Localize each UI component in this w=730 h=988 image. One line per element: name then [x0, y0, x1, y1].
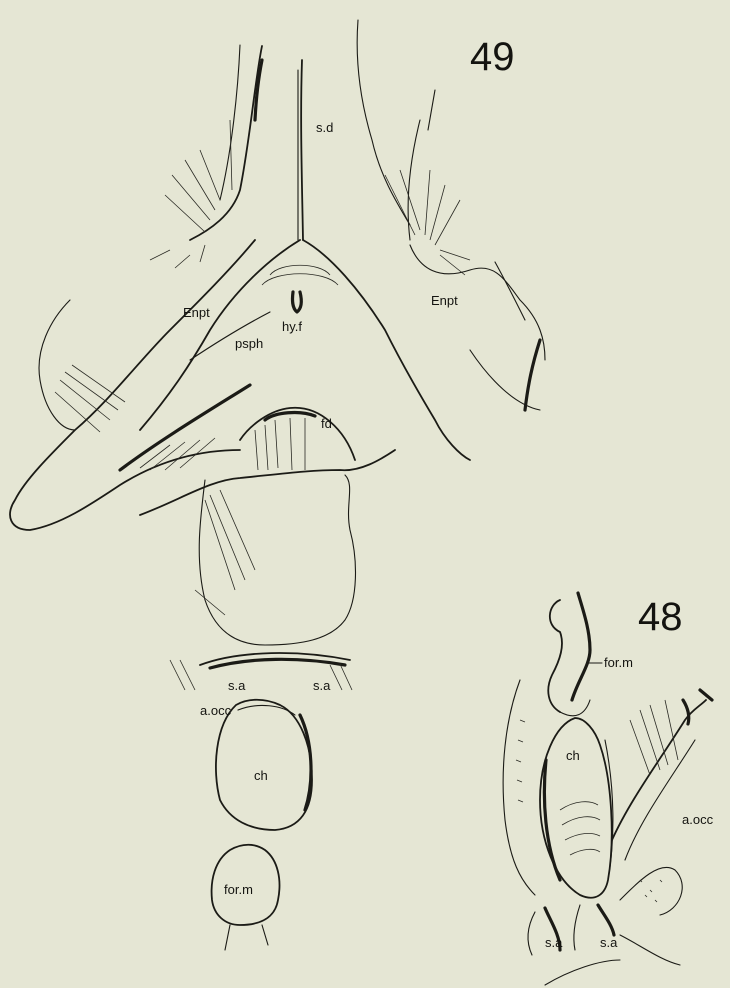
label-sa-right-48: s.a [600, 935, 618, 950]
label-enpt-right: Enpt [431, 293, 458, 308]
label-fd: fd [321, 416, 332, 431]
label-psph: psph [235, 336, 263, 351]
figure-48-drawing [503, 593, 712, 985]
label-hyf: hy.f [282, 319, 302, 334]
figure-49-number: 49 [470, 35, 515, 79]
figure-48-number: 48 [638, 595, 683, 639]
label-aocc-49: a.occ [200, 703, 232, 718]
label-sa-left-49: s.a [228, 678, 246, 693]
label-form-48: for.m [604, 655, 633, 670]
label-form-49: for.m [224, 882, 253, 897]
figure-49-drawing [10, 20, 545, 950]
label-sd: s.d [316, 120, 333, 135]
label-enpt-left: Enpt [183, 305, 210, 320]
label-aocc-48: a.occ [682, 812, 714, 827]
label-sa-right-49: s.a [313, 678, 331, 693]
label-ch-48: ch [566, 748, 580, 763]
label-sa-left-48: s.a [545, 935, 563, 950]
label-ch-49: ch [254, 768, 268, 783]
